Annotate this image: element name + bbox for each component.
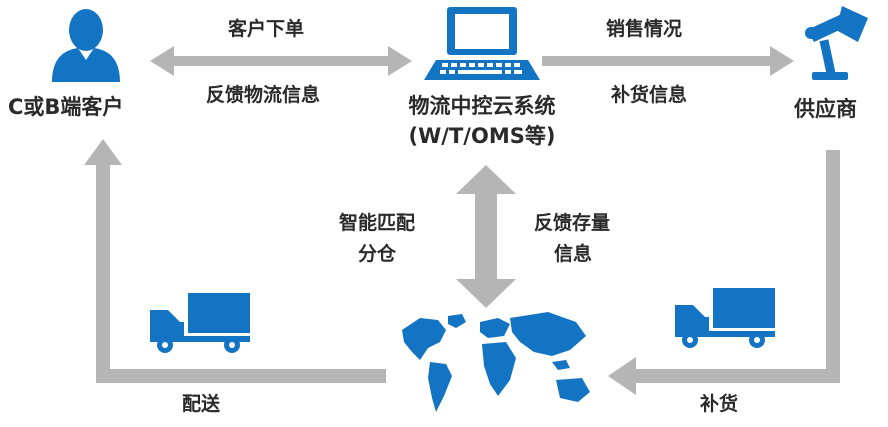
- arrow-customer-system: [150, 46, 412, 76]
- world-map-icon: [402, 312, 590, 412]
- desk-lamp-icon: [805, 6, 868, 80]
- edge-label-stock-feedback: 反馈存量: [534, 212, 611, 234]
- truck-icon-left: [150, 293, 250, 353]
- edge-label-order: 客户下单: [228, 18, 305, 40]
- arrow-system-world: [456, 165, 516, 308]
- system-label-line2: (W/T/OMS等): [408, 124, 556, 148]
- customer-label: C或B端客户: [8, 95, 124, 119]
- supplier-label: 供应商: [794, 97, 857, 121]
- arrow-world-customer: [84, 139, 386, 383]
- system-label-line1: 物流中控云系统: [408, 94, 556, 118]
- edge-label-logistics-feedback: 反馈物流信息: [206, 84, 321, 106]
- edge-label-restock: 补货: [700, 393, 739, 415]
- person-icon: [52, 9, 120, 82]
- edge-label-warehouse: 分仓: [358, 243, 397, 265]
- edge-label-smart-match: 智能匹配: [339, 212, 416, 234]
- edge-label-restock-info: 补货信息: [611, 84, 688, 106]
- arrow-supplier-world: [608, 150, 840, 395]
- truck-icon-right: [675, 288, 775, 348]
- laptop-icon: [424, 7, 540, 80]
- edge-label-info: 信息: [554, 243, 593, 265]
- edge-label-sales: 销售情况: [606, 18, 683, 40]
- arrow-system-supplier: [542, 46, 794, 76]
- edge-label-delivery: 配送: [182, 393, 221, 415]
